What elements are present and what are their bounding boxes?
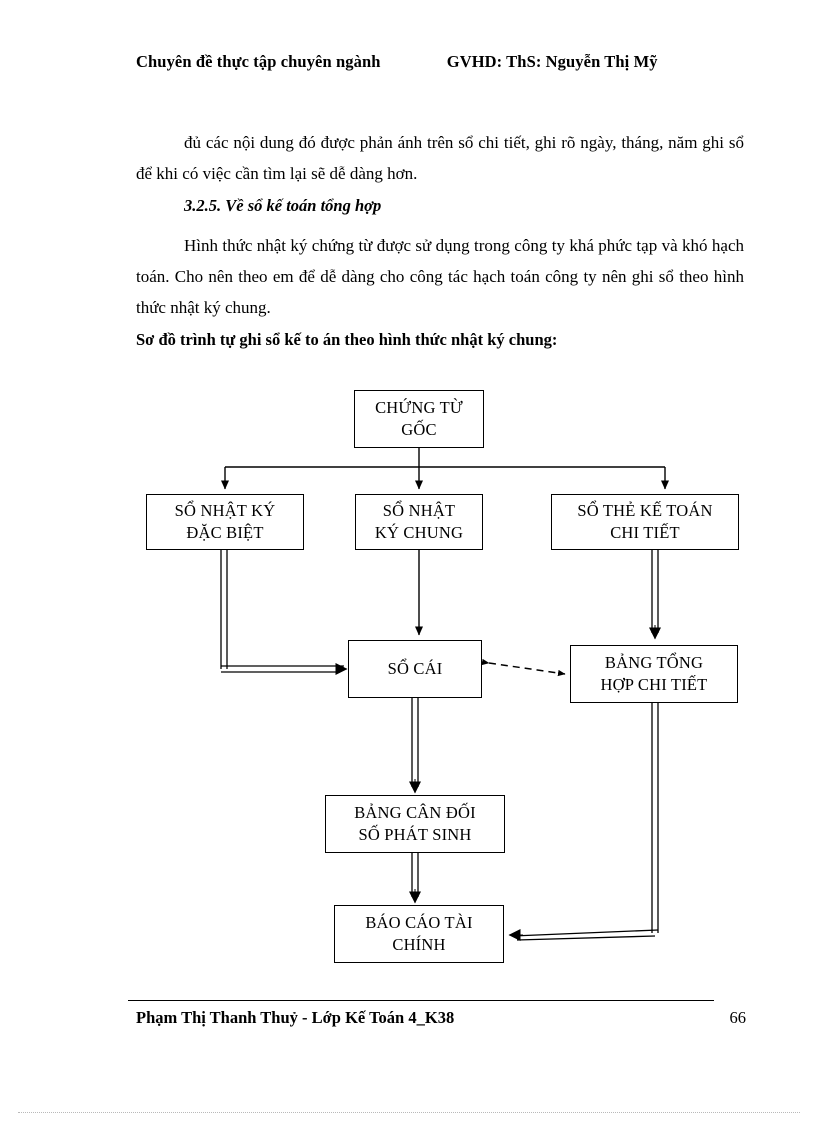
body-text-block: đủ các nội dung đó được phản ánh trên sổ… — [136, 127, 744, 323]
running-footer: Phạm Thị Thanh Thuỷ - Lớp Kế Toán 4_K38 … — [136, 1008, 746, 1028]
page-number: 66 — [729, 1008, 747, 1027]
node-line-2: ĐẶC BIỆT — [186, 523, 264, 542]
footer-author-text: Phạm Thị Thanh Thuỷ - Lớp Kế Toán 4_K38 — [136, 1008, 455, 1027]
node-line-1: SỔ NHẬT — [382, 501, 456, 520]
header-right-text: GVHD: ThS: Nguyễn Thị Mỹ — [446, 52, 658, 71]
footer-divider — [128, 1000, 714, 1001]
diagram-node-so-cai: SỔ CÁI — [348, 640, 482, 698]
node-line-1: SỔ NHẬT KÝ — [174, 501, 276, 520]
diagram-node-bang-can-doi-so-phat-sinh: BẢNG CÂN ĐỐI SỐ PHÁT SINH — [325, 795, 505, 853]
paragraph-2: Hình thức nhật ký chứng từ được sử dụng … — [136, 236, 744, 317]
diagram-node-so-the-ke-toan-chi-tiet: SỔ THẺ KẾ TOÁN CHI TIẾT — [551, 494, 739, 550]
diagram-node-so-nhat-ky-dac-biet: SỔ NHẬT KÝ ĐẶC BIỆT — [146, 494, 304, 550]
node-line-1: CHỨNG TỪ — [375, 398, 463, 417]
node-line-2: SỐ PHÁT SINH — [358, 825, 472, 844]
node-line-1: BÁO CÁO TÀI — [365, 913, 473, 932]
running-header: Chuyên đề thực tập chuyên ngành GVHD: Th… — [136, 52, 746, 72]
header-left-text: Chuyên đề thực tập chuyên ngành — [136, 52, 381, 71]
diagram-node-so-nhat-ky-chung: SỔ NHẬT KÝ CHUNG — [355, 494, 483, 550]
accounting-flow-diagram: BẢNG TỔNG HỢP CHI TIẾT --> CHỨNG TỪ GỐC — [0, 375, 816, 975]
node-line-2: HỢP CHI TIẾT — [600, 675, 708, 694]
node-line-2: CHI TIẾT — [610, 523, 680, 542]
node-line-1: BẢNG TỔNG — [604, 653, 704, 672]
diagram-node-chung-tu-goc: CHỨNG TỪ GỐC — [354, 390, 484, 448]
page-bottom-dotted-line — [18, 1112, 800, 1113]
node-line-2: CHÍNH — [392, 935, 446, 954]
section-subheading: 3.2.5. Về sổ kế toán tổng hợp — [184, 196, 382, 215]
diagram-node-bang-tong-hop-chi-tiet: BẢNG TỔNG HỢP CHI TIẾT — [570, 645, 738, 703]
node-line-1: SỔ CÁI — [387, 659, 443, 678]
diagram-caption: Sơ đồ trình tự ghi sổ kế to án theo hình… — [136, 330, 558, 349]
node-line-1: SỔ THẺ KẾ TOÁN — [577, 501, 713, 520]
node-line-1: BẢNG CÂN ĐỐI — [354, 803, 476, 822]
diagram-edges: BẢNG TỔNG HỢP CHI TIẾT --> — [220, 448, 669, 941]
node-line-2: KÝ CHUNG — [374, 523, 464, 542]
node-line-2: GỐC — [401, 420, 437, 439]
diagram-node-bao-cao-tai-chinh: BÁO CÁO TÀI CHÍNH — [334, 905, 504, 963]
paragraph-1: đủ các nội dung đó được phản ánh trên sổ… — [136, 133, 744, 183]
